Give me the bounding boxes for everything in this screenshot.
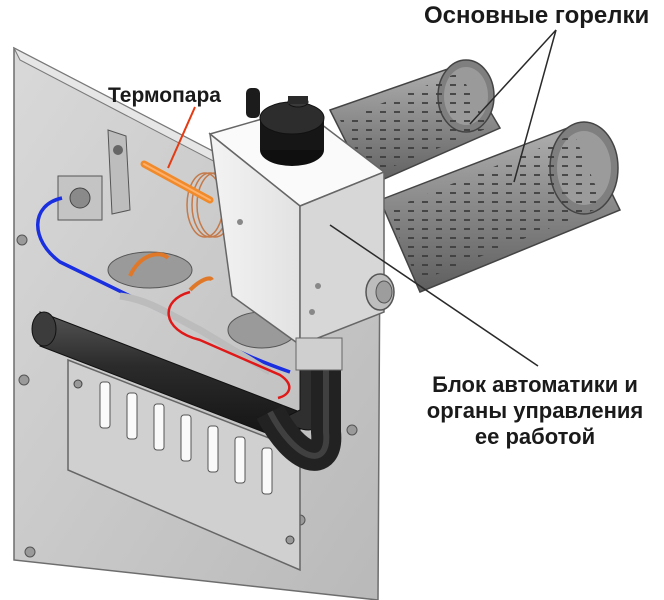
leader-line-control-block [329,224,539,367]
blue-gas-line [36,196,291,374]
leader-line-lower-burner [513,29,557,183]
label-control-block-line-3: ее работой [474,424,596,449]
bracket [57,129,131,221]
gas-manifold-pipe [31,311,342,471]
leader-line-thermocouple [167,106,196,169]
thermocouple [140,160,214,204]
control-knob [246,88,325,166]
main-burner-lower [378,121,622,293]
label-thermocouple: Термопара [108,84,221,107]
leader-line-upper-burner [469,29,557,125]
leader-lines [167,29,557,367]
red-gas-line [167,290,291,400]
label-control-block-line-1: Блок автоматики и [432,372,638,397]
label-main-burners: Основные горелки [424,2,650,29]
main-burner-upper [328,59,502,187]
label-control-block: Блок автоматики и органы управления ее р… [408,372,662,450]
label-control-block-line-2: органы управления [426,398,644,423]
vent-panel [67,358,301,572]
